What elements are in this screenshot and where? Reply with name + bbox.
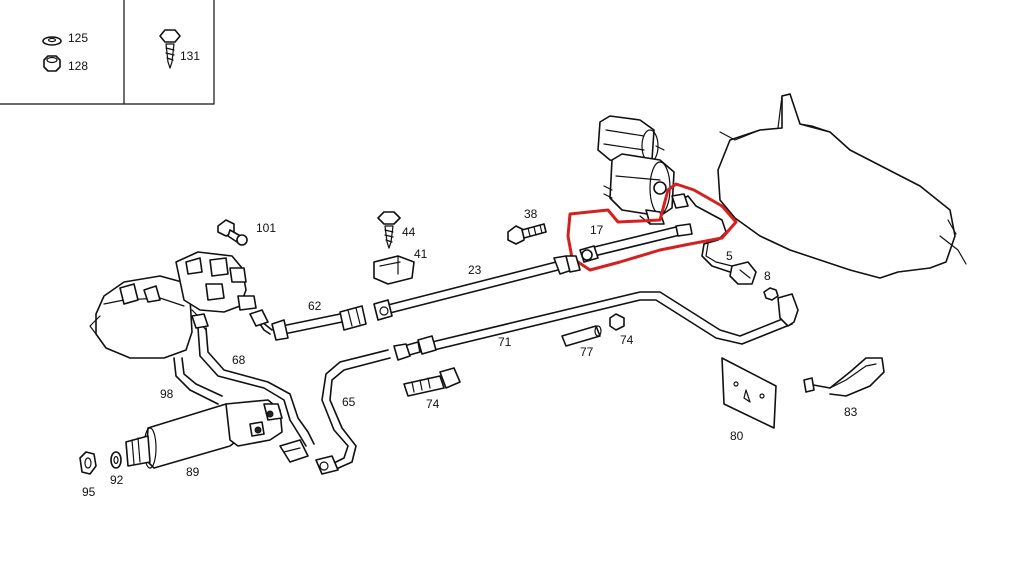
label-89: 89 — [186, 465, 200, 479]
label-125: 125 — [68, 31, 88, 45]
label-74-lower: 74 — [426, 397, 440, 411]
part-labels: 125 128 131 101 44 41 38 17 23 5 8 62 68… — [68, 31, 858, 499]
fuel-filter-assembly — [597, 115, 675, 225]
plate-80 — [721, 357, 777, 429]
clip-41 — [373, 255, 415, 285]
label-62: 62 — [308, 299, 322, 313]
fuel-line-23 — [373, 255, 581, 321]
label-83: 83 — [844, 405, 858, 419]
bolt-101 — [217, 219, 248, 246]
label-65: 65 — [342, 395, 356, 409]
label-92: 92 — [110, 473, 124, 487]
label-80: 80 — [730, 429, 744, 443]
label-131: 131 — [180, 49, 200, 63]
fuel-line-71 — [403, 291, 799, 357]
highlight-outline — [566, 182, 738, 272]
engine-housing — [717, 93, 967, 279]
fuel-line-17 — [579, 193, 727, 263]
label-23: 23 — [468, 263, 482, 277]
fuel-line-5 — [701, 243, 779, 301]
fuel-pump-89 — [125, 399, 283, 469]
bolt-74-lower — [403, 367, 461, 397]
legend-box — [0, 0, 215, 105]
tie-strap-83 — [803, 357, 885, 397]
label-44: 44 — [402, 225, 416, 239]
label-95: 95 — [82, 485, 96, 499]
fuel-line-62 — [249, 305, 367, 341]
label-98: 98 — [160, 387, 174, 401]
nut-95 — [79, 451, 97, 475]
label-68: 68 — [232, 353, 246, 367]
label-41: 41 — [414, 247, 428, 261]
label-74-upper: 74 — [620, 333, 634, 347]
screw-44 — [377, 211, 401, 249]
washer-92 — [110, 451, 122, 469]
label-8: 8 — [764, 269, 771, 283]
label-77: 77 — [580, 345, 594, 359]
sleeve-77 — [561, 325, 602, 347]
fuel-distributor — [89, 251, 257, 359]
label-101: 101 — [256, 221, 276, 235]
label-128: 128 — [68, 59, 88, 73]
fuel-line-65 — [315, 343, 411, 475]
bolt-38 — [507, 223, 547, 245]
fuel-line-68 — [197, 327, 315, 463]
label-17: 17 — [590, 223, 604, 237]
fuel-hose-98 — [173, 357, 223, 405]
label-5: 5 — [726, 249, 733, 263]
label-71: 71 — [498, 335, 512, 349]
bolt-74-upper — [609, 313, 625, 331]
label-38: 38 — [524, 207, 538, 221]
